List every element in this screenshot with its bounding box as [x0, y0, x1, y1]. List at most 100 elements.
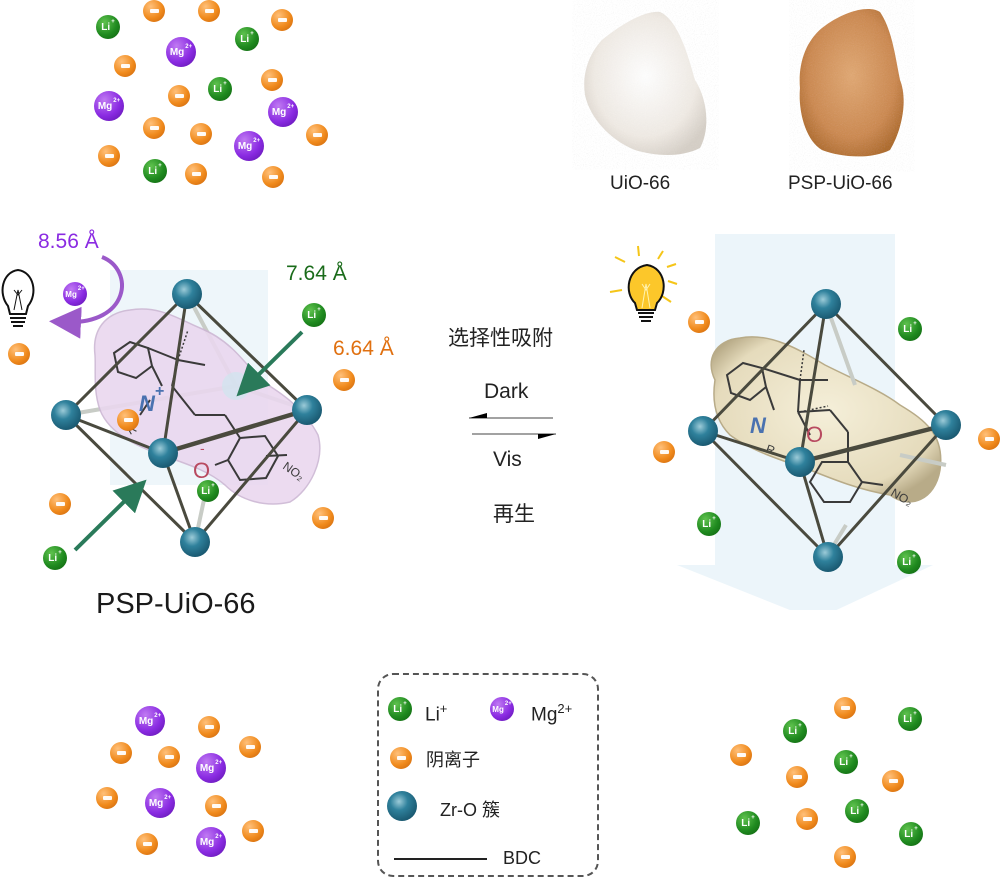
- li-ion: Li+: [197, 480, 219, 502]
- anion: [49, 493, 71, 515]
- anion: [168, 85, 190, 107]
- dark-label: Dark: [484, 380, 529, 403]
- light-bulb-off-icon: [1, 268, 35, 327]
- psp-uio66-label: PSP-UiO-66: [788, 173, 893, 194]
- bdc-linkers: [64, 292, 309, 544]
- oxygen-atom: O: [806, 422, 823, 447]
- li-ion: Li+: [43, 546, 67, 570]
- anion: [136, 833, 158, 855]
- nitrogen-atom: N: [139, 391, 156, 416]
- li-ion: Li+: [235, 27, 259, 51]
- anion: [185, 163, 207, 185]
- anion: [834, 846, 856, 868]
- zr-o-cluster: [785, 447, 815, 477]
- anion: [730, 744, 752, 766]
- anion: [306, 124, 328, 146]
- li-ion: Li+: [845, 799, 869, 823]
- spiropyran-skeleton: [725, 361, 884, 503]
- li-ion: Li+: [834, 750, 858, 774]
- legend: [377, 673, 599, 877]
- anion: [8, 343, 30, 365]
- li-ion: Li+: [898, 707, 922, 731]
- anion: [117, 409, 139, 431]
- reversible-arrows: [469, 413, 556, 439]
- anion: [110, 742, 132, 764]
- li-ion: Li+: [143, 159, 167, 183]
- legend-zr-o-icon: [387, 791, 417, 821]
- anion: [978, 428, 1000, 450]
- bdc-linkers: [701, 302, 948, 559]
- anion: [333, 369, 355, 391]
- legend-bdc-label: BDC: [503, 848, 542, 868]
- stereo-hash-bond: [799, 349, 829, 413]
- anion: [242, 820, 264, 842]
- anion: [198, 716, 220, 738]
- anion: [239, 736, 261, 758]
- arrow-left-icon: [469, 413, 487, 418]
- anion-size-label: 6.64 Å: [333, 337, 394, 360]
- anion: [312, 507, 334, 529]
- li-size-label: 7.64 Å: [286, 262, 347, 285]
- li-ion: Li+: [783, 719, 807, 743]
- anion: [190, 123, 212, 145]
- zr-o-cluster: [811, 289, 841, 319]
- regeneration-label: 再生: [493, 503, 535, 526]
- legend-li-icon: Li+: [388, 697, 412, 721]
- anion: [205, 795, 227, 817]
- legend-mg-label: Mg2+: [531, 701, 573, 726]
- li-entry-arrow: [236, 330, 304, 397]
- li-ion: Li+: [302, 303, 326, 327]
- anion: [158, 746, 180, 768]
- anion: [796, 808, 818, 830]
- powder-photos: [584, 8, 904, 157]
- structure-title: PSP-UiO-66: [96, 588, 256, 620]
- li-ion: Li+: [898, 317, 922, 341]
- li-ion: Li+: [96, 15, 120, 39]
- anion: [882, 770, 904, 792]
- legend-li-label: Li+: [425, 701, 448, 726]
- anion: [143, 117, 165, 139]
- anion: [114, 55, 136, 77]
- li-ion: Li+: [899, 822, 923, 846]
- anion: [262, 166, 284, 188]
- zr-o-cluster: [180, 527, 210, 557]
- mg-size-label: 8.56 Å: [38, 230, 99, 253]
- anion: [834, 697, 856, 719]
- li-ion: Li+: [697, 512, 721, 536]
- zr-o-cluster: [813, 542, 843, 572]
- anion: [98, 145, 120, 167]
- uio66-powder: [584, 11, 707, 155]
- zr-o-cluster: [292, 395, 322, 425]
- psp-uio66-powder: [799, 8, 904, 157]
- arrow-right-icon: [538, 434, 556, 439]
- selective-adsorption-label: 选择性吸附: [448, 327, 553, 350]
- legend-zr-o-label: Zr-O 簇: [440, 800, 500, 820]
- nitrogen-atom: N: [750, 413, 767, 438]
- uio66-label: UiO-66: [610, 173, 671, 194]
- psp-uio66-structure-light: N R O NO₂: [609, 234, 961, 610]
- zr-o-cluster: [172, 279, 202, 309]
- anion: [271, 9, 293, 31]
- vis-label: Vis: [493, 448, 522, 471]
- stereo-hash-bond: [177, 329, 189, 361]
- li-ion: Li+: [736, 811, 760, 835]
- anion: [688, 311, 710, 333]
- anion: [653, 441, 675, 463]
- legend-bdc-line-icon: [394, 858, 487, 860]
- anion: [261, 69, 283, 91]
- zr-o-cluster: [51, 400, 81, 430]
- zr-o-cluster: [931, 410, 961, 440]
- zr-o-cluster: [688, 416, 718, 446]
- psp-uio66-structure-dark: N + R O - NO₂: [1, 255, 322, 557]
- li-ion: Li+: [897, 550, 921, 574]
